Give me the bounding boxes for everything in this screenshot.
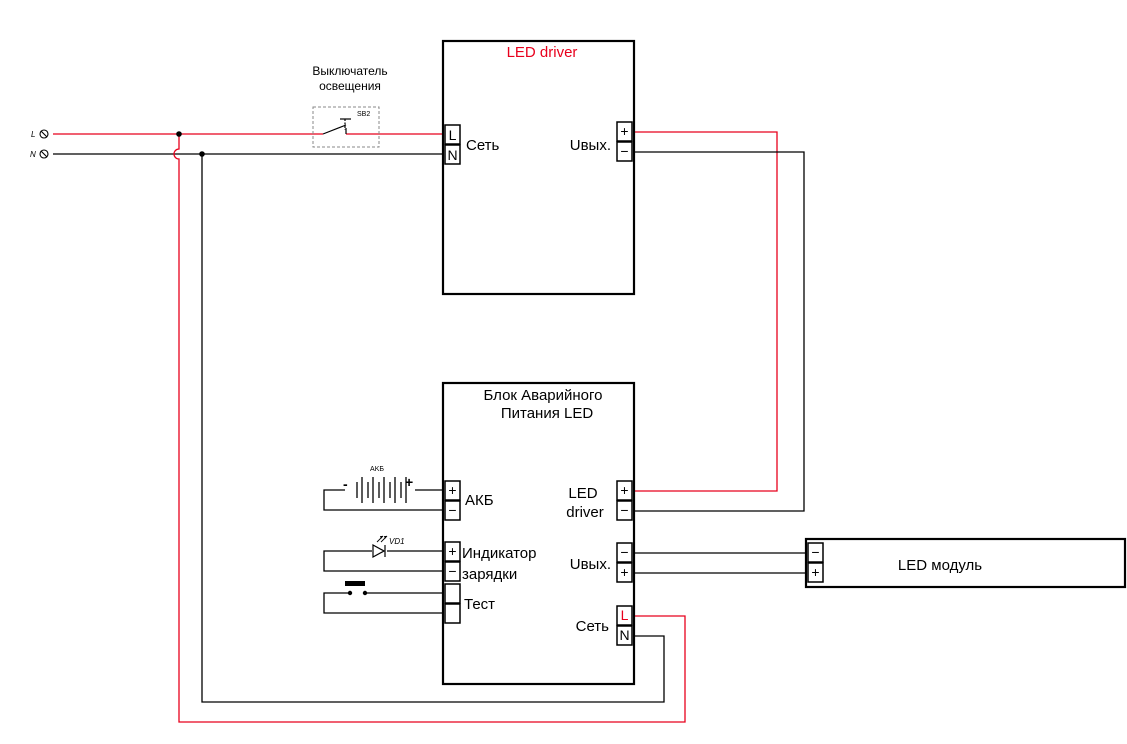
light-switch-icon xyxy=(322,118,351,135)
led-module-terminal-minus xyxy=(807,542,824,563)
wire-driver-plus xyxy=(632,131,778,492)
emergency-driver-terminal-minus xyxy=(616,500,633,521)
test-terminal-bottom xyxy=(444,603,461,624)
test-label: Тест xyxy=(464,596,495,613)
indicator-terminal-minus xyxy=(444,561,461,582)
wire-indicator-loop xyxy=(323,550,445,572)
wire-phase-to-emergency-L xyxy=(173,134,686,723)
test-button-icon xyxy=(345,581,368,596)
indicator-label-line1: Индикатор xyxy=(462,545,537,562)
led-driver-box xyxy=(441,39,636,296)
battery-terminal-minus-label: − xyxy=(448,502,456,518)
battery-terminal-minus xyxy=(444,500,461,521)
wire-driver-minus xyxy=(632,151,805,512)
indicator-terminal-minus-label: − xyxy=(448,563,456,579)
led-driver-terminal-plus-label: + xyxy=(620,123,628,139)
emergency-driver-terminal-plus xyxy=(616,480,633,501)
battery-terminal-plus-label: + xyxy=(448,482,456,498)
emergency-mains-label: Сеть xyxy=(576,618,610,635)
emergency-driver-label-line2: driver xyxy=(566,504,604,521)
indicator-terminal-plus xyxy=(444,541,461,562)
emergency-output-terminal-plus-label: + xyxy=(620,564,628,580)
emergency-mains-terminal-L-label: L xyxy=(621,607,629,623)
test-terminal-top xyxy=(444,583,461,604)
switch-ref: SB2 xyxy=(357,111,370,118)
mains-neutral-label: N xyxy=(30,150,36,159)
led-driver-terminal-L xyxy=(444,124,461,145)
svg-text:+: + xyxy=(405,474,413,490)
led-driver-terminal-minus-label: − xyxy=(620,143,628,159)
emergency-unit-title-line2: Питания LED xyxy=(501,405,594,422)
led-module-terminal-plus xyxy=(807,562,824,583)
indicator-label-line2: зарядки xyxy=(462,566,517,583)
junction-dot-phase xyxy=(176,131,182,137)
led-driver-input-label: Сеть xyxy=(466,137,500,154)
emergency-unit-box xyxy=(441,381,636,686)
mains-phase-terminal-icon xyxy=(39,129,49,139)
wire-battery-loop xyxy=(323,489,445,511)
led-driver-terminal-minus xyxy=(616,141,633,162)
led-driver-terminal-L-label: L xyxy=(449,127,457,143)
indicator-ref: VD1 xyxy=(389,537,405,546)
svg-text:-: - xyxy=(343,476,348,492)
battery-ref: AKБ xyxy=(370,466,384,473)
led-module-box xyxy=(804,537,1127,589)
led-module-label: LED модуль xyxy=(898,557,982,574)
emergency-unit-title-line1: Блок Аварийного xyxy=(483,387,602,404)
led-driver-terminal-N xyxy=(444,144,461,165)
indicator-terminal-plus-label: + xyxy=(448,543,456,559)
wire-neutral-to-emergency-N xyxy=(201,154,665,703)
emergency-output-terminal-minus xyxy=(616,542,633,563)
led-driver-terminal-plus xyxy=(616,121,633,142)
led-driver-terminal-N-label: N xyxy=(447,147,457,163)
emergency-mains-terminal-L xyxy=(616,605,633,626)
switch-dashed-box xyxy=(312,106,380,148)
wire-test-loop xyxy=(323,592,445,614)
emergency-output-label: Uвых. xyxy=(570,556,611,573)
emergency-driver-terminal-minus-label: − xyxy=(620,502,628,518)
switch-title-line1: Выключатель xyxy=(312,64,387,78)
battery-icon: - + xyxy=(343,474,413,503)
junction-dot-neutral xyxy=(199,151,205,157)
emergency-driver-terminal-plus-label: + xyxy=(620,482,628,498)
led-driver-title: LED driver xyxy=(507,44,578,61)
emergency-driver-label-line1: LED xyxy=(568,485,597,502)
led-driver-output-label: Uвых. xyxy=(570,137,611,154)
battery-label: АКБ xyxy=(465,492,494,509)
emergency-mains-terminal-N-label: N xyxy=(619,627,629,643)
emergency-output-terminal-plus xyxy=(616,562,633,583)
mains-neutral-terminal-icon xyxy=(39,149,49,159)
mains-phase-label: L xyxy=(31,130,35,139)
led-indicator-icon xyxy=(372,535,388,559)
switch-title-line2: освещения xyxy=(319,79,381,93)
led-module-terminal-minus-label: − xyxy=(811,544,819,560)
led-module-terminal-plus-label: + xyxy=(811,564,819,580)
emergency-output-terminal-minus-label: − xyxy=(620,544,628,560)
emergency-mains-terminal-N xyxy=(616,625,633,646)
battery-terminal-plus xyxy=(444,480,461,501)
